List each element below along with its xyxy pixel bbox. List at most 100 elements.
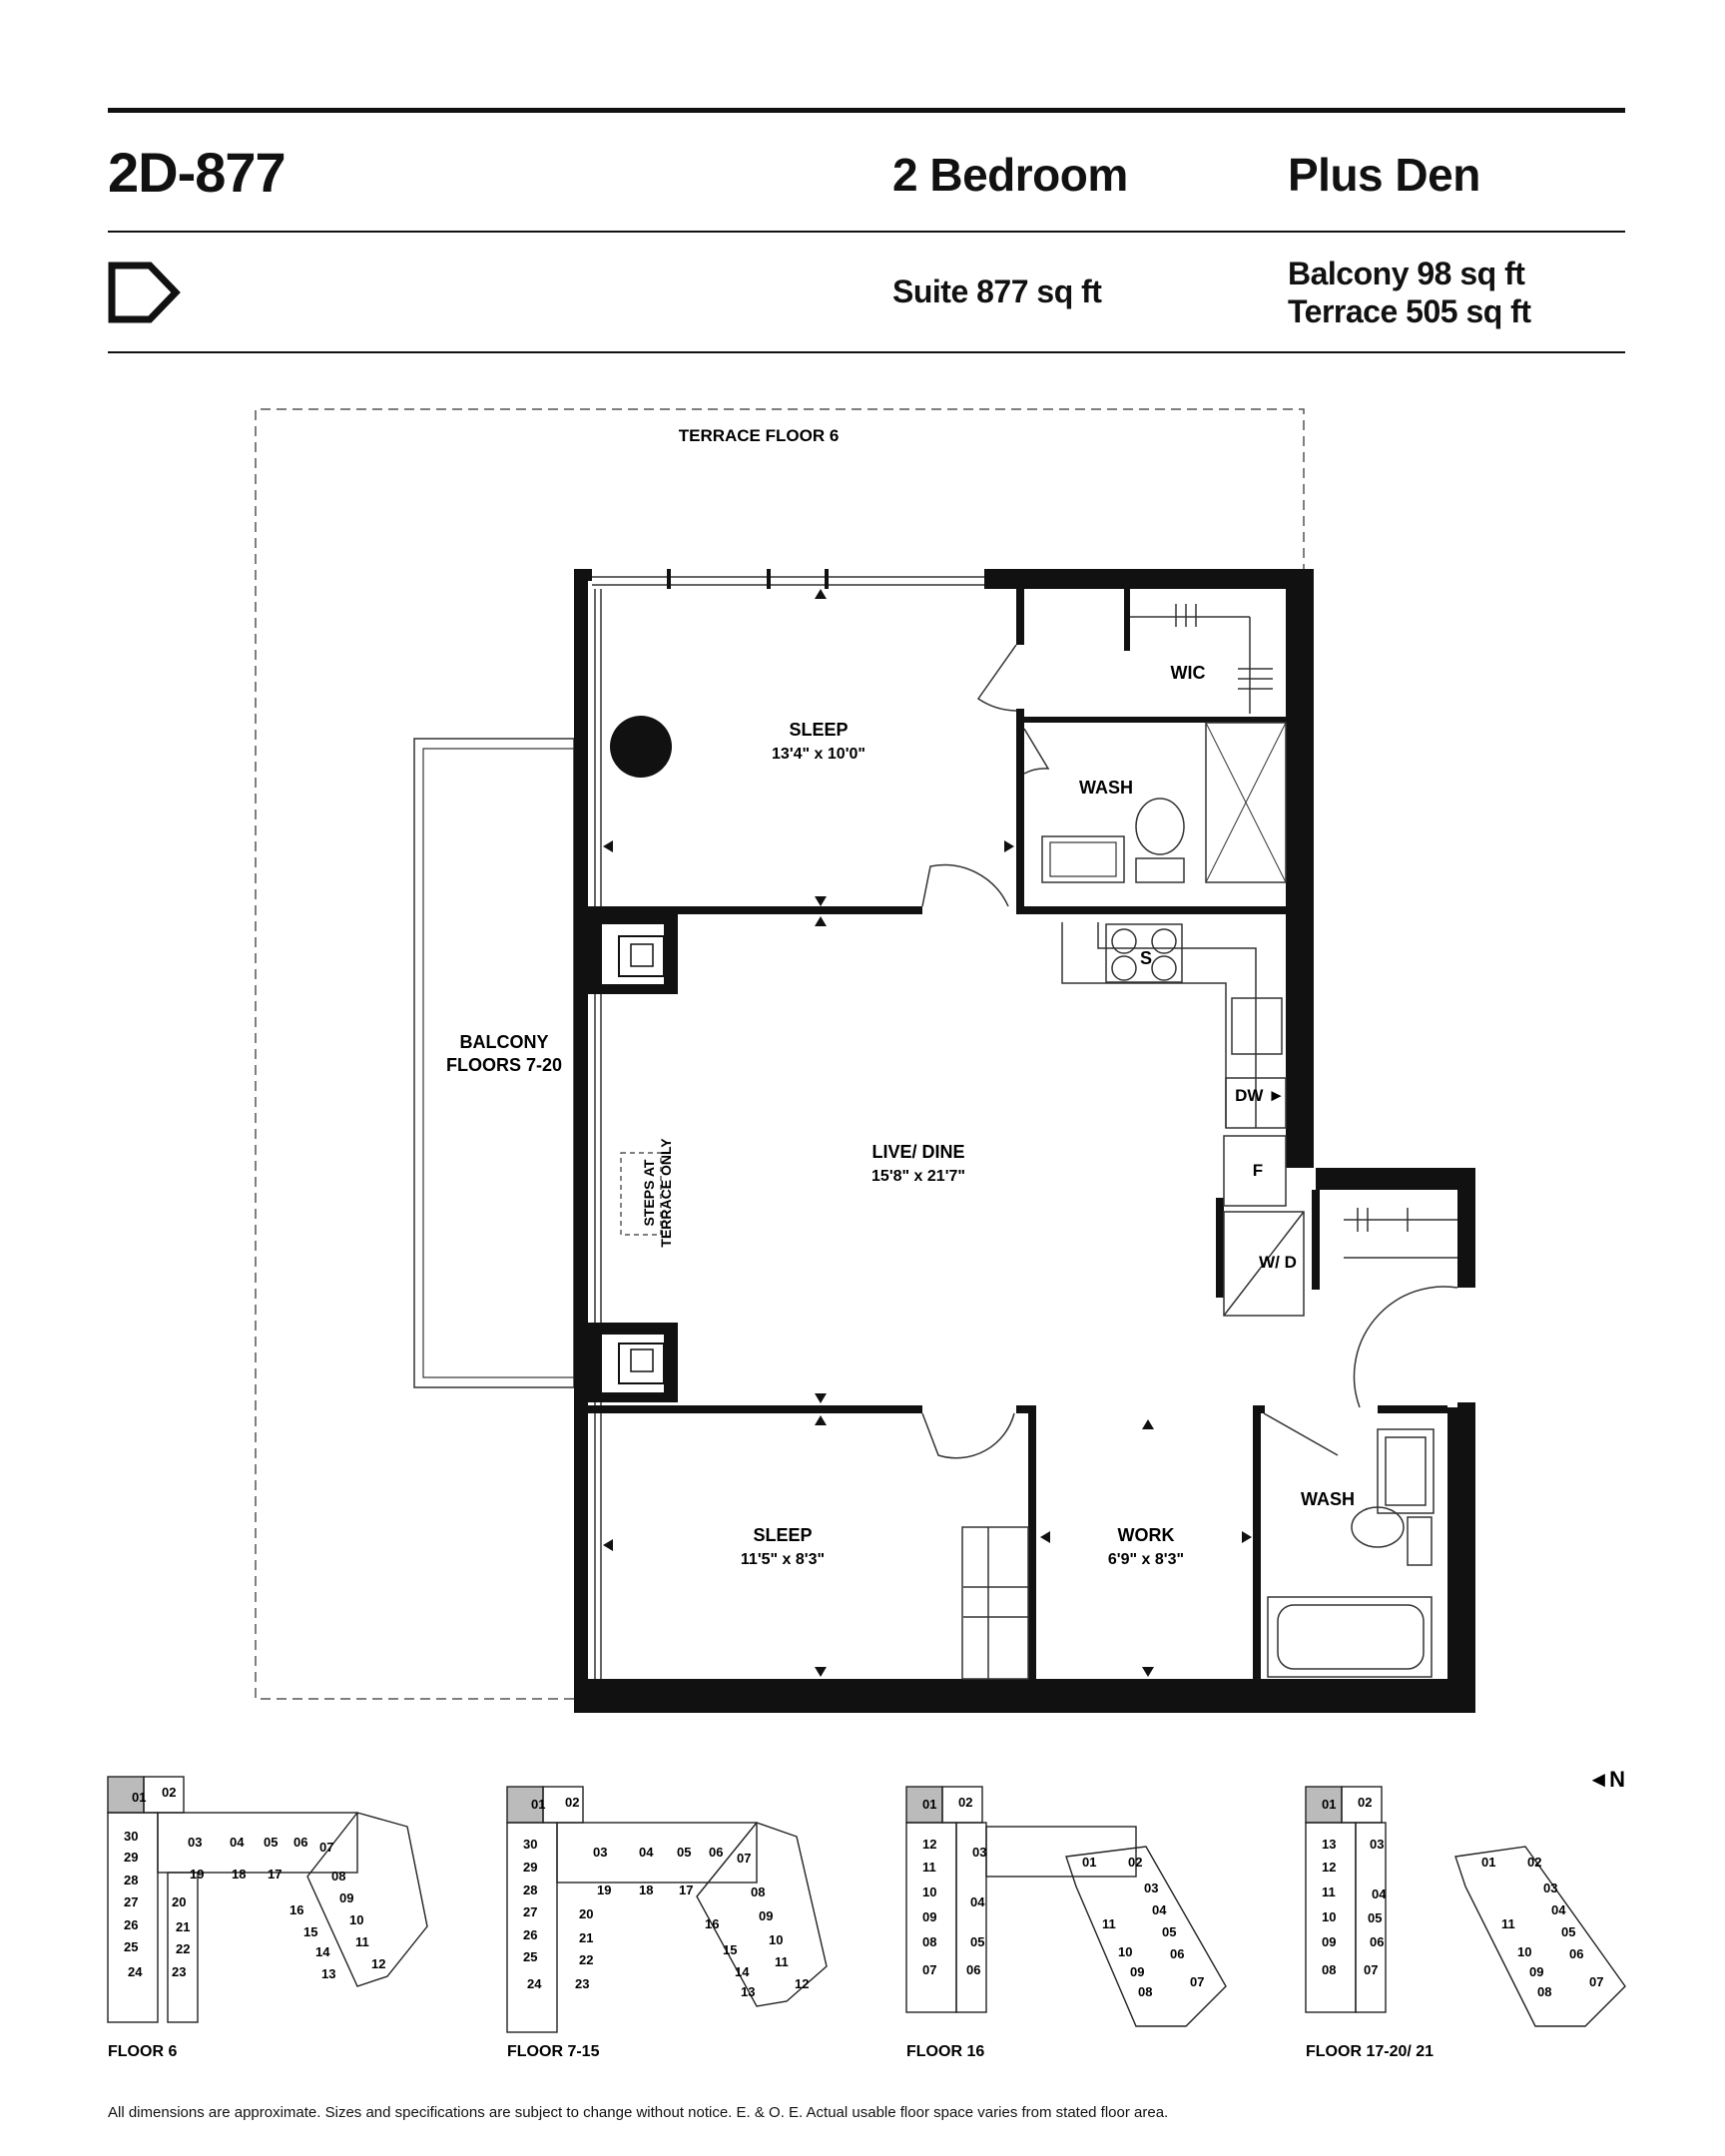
f16-b-unit-11: 11 — [1102, 1916, 1116, 1931]
f7-unit-17: 17 — [679, 1883, 693, 1897]
f6-unit-08: 08 — [331, 1869, 345, 1884]
f17-b-unit-11: 11 — [1501, 1916, 1515, 1931]
exterior-walls — [574, 569, 1475, 1713]
f6-unit-15: 15 — [303, 1924, 317, 1939]
terrace-label: TERRACE FLOOR 6 — [679, 426, 840, 445]
f6-unit-19: 19 — [190, 1867, 204, 1882]
sleep1-name: SLEEP — [789, 720, 848, 740]
f7-unit-02: 02 — [565, 1795, 579, 1810]
key-plan-floor-16 — [905, 1786, 1227, 2027]
f7-unit-04: 04 — [639, 1845, 654, 1860]
f7-unit-13: 13 — [741, 1984, 755, 1999]
f17-unit-06: 06 — [1370, 1934, 1384, 1949]
f6-unit-11: 11 — [355, 1934, 369, 1949]
top-rule — [108, 108, 1625, 113]
f16-unit-09: 09 — [922, 1909, 936, 1924]
live-dine-dims: 15'8" x 21'7" — [871, 1168, 965, 1185]
f6-unit-24: 24 — [128, 1964, 143, 1979]
f17-unit-08: 08 — [1322, 1962, 1336, 1977]
floor17-label: FLOOR 17-20/ 21 — [1306, 2043, 1434, 2060]
f6-unit-14: 14 — [315, 1944, 330, 1959]
unit-code: 2D-877 — [108, 141, 287, 204]
f7-unit-29: 29 — [523, 1860, 537, 1875]
f16-b-unit-10: 10 — [1118, 1944, 1132, 1959]
wash1-label: WASH — [1079, 778, 1133, 798]
work-name: WORK — [1118, 1525, 1175, 1545]
f16-unit-05: 05 — [970, 1934, 984, 1949]
f7-unit-23: 23 — [575, 1976, 589, 1991]
live-dine-name: LIVE/ DINE — [871, 1142, 964, 1162]
f16-unit-06: 06 — [966, 1962, 980, 1977]
plus-den: Plus Den — [1288, 149, 1480, 201]
f6-unit-29: 29 — [124, 1850, 138, 1865]
f6-unit-10: 10 — [349, 1912, 363, 1927]
f17-b-unit-04: 04 — [1551, 1902, 1566, 1917]
interior-walls — [588, 589, 1447, 1685]
f6-unit-16: 16 — [289, 1902, 303, 1917]
floor-plan: TERRACE FLOOR 6 BALCONY FLOORS 7-20 — [255, 408, 1475, 1713]
f17-unit-05: 05 — [1368, 1910, 1382, 1925]
steps-label: STEPS AT — [641, 1159, 657, 1226]
f7-unit-01: 01 — [531, 1797, 545, 1812]
f7-unit-27: 27 — [523, 1904, 537, 1919]
f16-b-unit-01: 01 — [1082, 1855, 1096, 1870]
f7-unit-19: 19 — [597, 1883, 611, 1897]
f7-unit-16: 16 — [705, 1916, 719, 1931]
f7-unit-06: 06 — [709, 1845, 723, 1860]
f6-unit-22: 22 — [176, 1941, 190, 1956]
f16-unit-04: 04 — [970, 1894, 985, 1909]
f17-b-unit-01: 01 — [1481, 1855, 1495, 1870]
f17-unit-09: 09 — [1322, 1934, 1336, 1949]
key-plans: ◄N 01 02 30 29 28 27 26 25 24 23 22 21 2… — [107, 1767, 1626, 2060]
washer-dryer-label: W/ D — [1259, 1253, 1297, 1272]
f6-unit-02: 02 — [162, 1785, 176, 1800]
f6-unit-30: 30 — [124, 1829, 138, 1844]
f7-unit-26: 26 — [523, 1927, 537, 1942]
f6-unit-28: 28 — [124, 1873, 138, 1887]
f17-b-unit-03: 03 — [1543, 1881, 1557, 1895]
f7-unit-03: 03 — [593, 1845, 607, 1860]
kitchen-counters — [1061, 922, 1305, 1317]
f7-unit-11: 11 — [775, 1954, 789, 1969]
f16-b-unit-04: 04 — [1152, 1902, 1167, 1917]
f6-unit-25: 25 — [124, 1939, 138, 1954]
f6-unit-07: 07 — [319, 1840, 333, 1855]
terrace-area: Terrace 505 sq ft — [1288, 293, 1531, 329]
f7-unit-10: 10 — [769, 1932, 783, 1947]
f16-unit-11: 11 — [922, 1860, 936, 1875]
f17-unit-02: 02 — [1358, 1795, 1372, 1810]
f7-unit-15: 15 — [723, 1942, 737, 1957]
f6-unit-17: 17 — [268, 1867, 282, 1882]
wash2-label: WASH — [1301, 1489, 1355, 1509]
f6-unit-13: 13 — [321, 1966, 335, 1981]
f6-unit-18: 18 — [232, 1867, 246, 1882]
f16-unit-08: 08 — [922, 1934, 936, 1949]
wic-label: WIC — [1171, 663, 1206, 683]
dishwasher-label: DW ► — [1235, 1086, 1285, 1105]
brand-logo-icon — [108, 262, 181, 323]
f16-unit-10: 10 — [922, 1885, 936, 1899]
f17-b-unit-10: 10 — [1517, 1944, 1531, 1959]
bedroom-type: 2 Bedroom — [892, 149, 1128, 201]
balcony-label: BALCONY — [460, 1032, 549, 1052]
f16-b-unit-02: 02 — [1128, 1855, 1142, 1870]
sleep2-dims: 11'5" x 8'3" — [741, 1551, 825, 1568]
f7-unit-08: 08 — [751, 1885, 765, 1899]
floor7-label: FLOOR 7-15 — [507, 2043, 600, 2060]
key-plan-floor-7-15 — [506, 1786, 828, 2033]
f16-b-unit-07: 07 — [1190, 1974, 1204, 1989]
f6-unit-21: 21 — [176, 1919, 190, 1934]
f7-unit-05: 05 — [677, 1845, 691, 1860]
f7-unit-25: 25 — [523, 1949, 537, 1964]
f16-b-unit-08: 08 — [1138, 1984, 1152, 1999]
f6-unit-23: 23 — [172, 1964, 186, 1979]
f7-unit-24: 24 — [527, 1976, 542, 1991]
f7-unit-21: 21 — [579, 1930, 593, 1945]
f16-b-unit-05: 05 — [1162, 1924, 1176, 1939]
f17-unit-03: 03 — [1370, 1837, 1384, 1852]
f7-unit-09: 09 — [759, 1908, 773, 1923]
f7-unit-28: 28 — [523, 1883, 537, 1897]
f7-unit-30: 30 — [523, 1837, 537, 1852]
f17-unit-07: 07 — [1364, 1962, 1378, 1977]
steps-terrace-label: TERRACE ONLY — [658, 1138, 674, 1248]
